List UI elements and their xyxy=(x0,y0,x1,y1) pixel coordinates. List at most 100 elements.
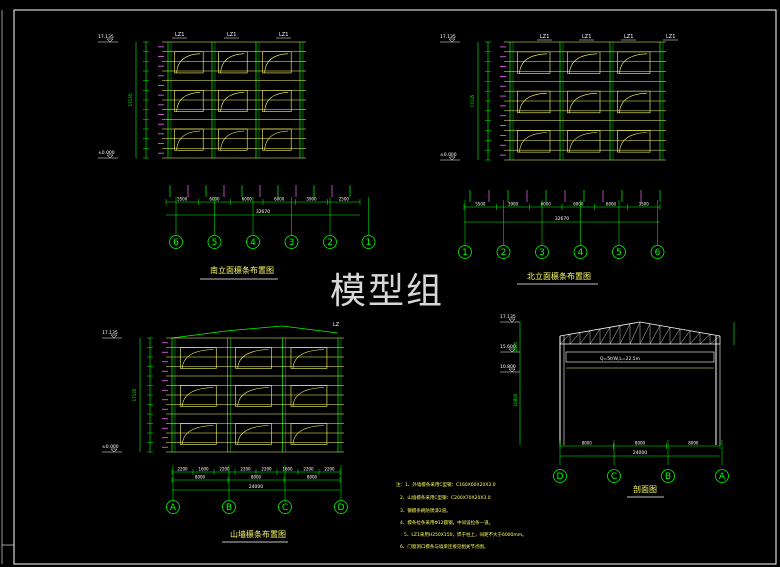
window-opening xyxy=(290,347,328,369)
level-label: 15.600 xyxy=(500,344,516,350)
axis-label: 2 xyxy=(327,238,333,248)
note-line: 3、钢檩条刷防锈漆2道。 xyxy=(400,507,451,514)
window-brace xyxy=(176,92,201,112)
window-brace xyxy=(237,425,269,445)
window-brace xyxy=(220,92,245,112)
truss-diagonal xyxy=(689,332,701,345)
dimension-value: 8000 xyxy=(688,441,699,446)
truss-diagonal xyxy=(669,328,681,345)
level-label: 17.135 xyxy=(500,314,516,320)
axis-label: 3 xyxy=(539,248,545,258)
level-triangle xyxy=(106,154,114,159)
window-brace xyxy=(619,132,648,153)
total-height-label: 17135 xyxy=(470,94,475,107)
title-south: 南立面檩条布置图 xyxy=(210,265,274,275)
column-tag: LZ1 xyxy=(175,32,184,38)
truss-diagonal xyxy=(709,335,721,345)
window-opening xyxy=(617,130,651,153)
axis-label: D xyxy=(557,472,564,482)
window-opening xyxy=(218,51,248,74)
dimension-value: 3500 xyxy=(639,202,650,207)
window-brace xyxy=(220,53,245,73)
window-brace xyxy=(292,349,324,369)
truss-diagonal xyxy=(579,330,591,345)
column-tag: LZ1 xyxy=(227,32,236,38)
truss-diagonal xyxy=(649,325,661,345)
total-dimension: 32670 xyxy=(256,209,270,215)
truss-diagonal xyxy=(659,327,671,345)
dimension-value: 5500 xyxy=(177,197,188,202)
dimension-value: 2200 xyxy=(177,467,188,472)
truss-diagonal xyxy=(569,332,581,345)
window-brace xyxy=(569,92,598,113)
axis-label: 2 xyxy=(501,248,507,258)
window-brace xyxy=(519,92,548,113)
design-notes: 注：1、外墙檩条采用C型钢：C160X60X20X3.0 2、山墙檩条采用C型钢… xyxy=(396,481,527,550)
axis-label: B xyxy=(226,503,232,513)
level-label: 17.135 xyxy=(98,34,114,40)
axis-bubble xyxy=(573,245,588,259)
level-label: ±0.000 xyxy=(98,150,115,156)
window-opening xyxy=(174,128,204,151)
truss-diagonal xyxy=(639,323,651,345)
window-brace xyxy=(176,130,201,151)
note-line: 5、LZ1采用H250X150，焊于柱上，间距不大于6000mm。 xyxy=(404,531,527,538)
axis-label: 6 xyxy=(173,238,179,248)
window-opening xyxy=(567,130,601,153)
column-tag: LZ1 xyxy=(624,34,633,40)
window-opening xyxy=(262,128,292,151)
window-opening xyxy=(617,90,651,114)
window-opening xyxy=(517,90,551,114)
level-triangle xyxy=(110,334,118,339)
dimension-value: 3900 xyxy=(508,202,519,207)
axis-label: 6 xyxy=(655,248,661,258)
height-label: 10800 xyxy=(513,393,518,406)
window-brace xyxy=(220,130,245,151)
window-brace xyxy=(519,53,548,74)
watermark-text: 模型组 xyxy=(330,271,445,312)
axis-bubble xyxy=(535,245,549,259)
dimension-value: 8000 xyxy=(195,475,206,480)
window-opening xyxy=(180,385,217,407)
axis-bubble xyxy=(169,235,183,249)
level-triangle xyxy=(448,38,456,43)
axis-bubble xyxy=(207,235,222,249)
axis-bubble xyxy=(650,245,665,259)
axis-bubble xyxy=(166,500,180,514)
truss-diagonal xyxy=(599,327,611,345)
axis-bubble xyxy=(496,245,511,259)
crane-label: Q=5t/W,L=22.5m xyxy=(600,356,640,362)
axis-bubble xyxy=(553,469,567,483)
note-line: 6、门窗洞口檩条与墙梁连接见相关节点图。 xyxy=(400,543,488,550)
window-opening xyxy=(218,128,248,151)
axis-label: 1 xyxy=(462,248,468,258)
axis-bubble xyxy=(607,469,621,483)
window-opening xyxy=(180,347,217,369)
level-triangle xyxy=(508,368,516,373)
axis-bubble xyxy=(715,469,729,483)
axis-bubble xyxy=(334,500,348,514)
total-dimension: 24000 xyxy=(249,484,263,490)
window-brace xyxy=(237,349,269,369)
axis-bubble xyxy=(222,500,236,514)
dimension-value: 8000 xyxy=(582,441,593,446)
dimension-value: 6000 xyxy=(242,197,253,202)
dimension-value: 1600 xyxy=(198,467,209,472)
note-line: 注：1、外墙檩条采用C型钢：C160X60X20X3.0 xyxy=(396,481,496,488)
window-opening xyxy=(290,385,328,407)
window-opening xyxy=(262,90,292,112)
truss-diagonal xyxy=(629,321,641,345)
window-brace xyxy=(237,387,269,407)
window-brace xyxy=(292,387,324,407)
dimension-value: 1600 xyxy=(282,467,293,472)
truss-diagonal xyxy=(679,330,691,345)
axis-label: D xyxy=(338,503,345,513)
dimension-value: 6000 xyxy=(573,202,584,207)
dimension-value: 6000 xyxy=(541,202,552,207)
dimension-value: 8000 xyxy=(635,441,646,446)
truss-diagonal xyxy=(619,323,631,345)
sheet-border xyxy=(13,9,777,565)
title-section: 剖面图 xyxy=(633,484,657,494)
window-brace xyxy=(182,349,214,369)
